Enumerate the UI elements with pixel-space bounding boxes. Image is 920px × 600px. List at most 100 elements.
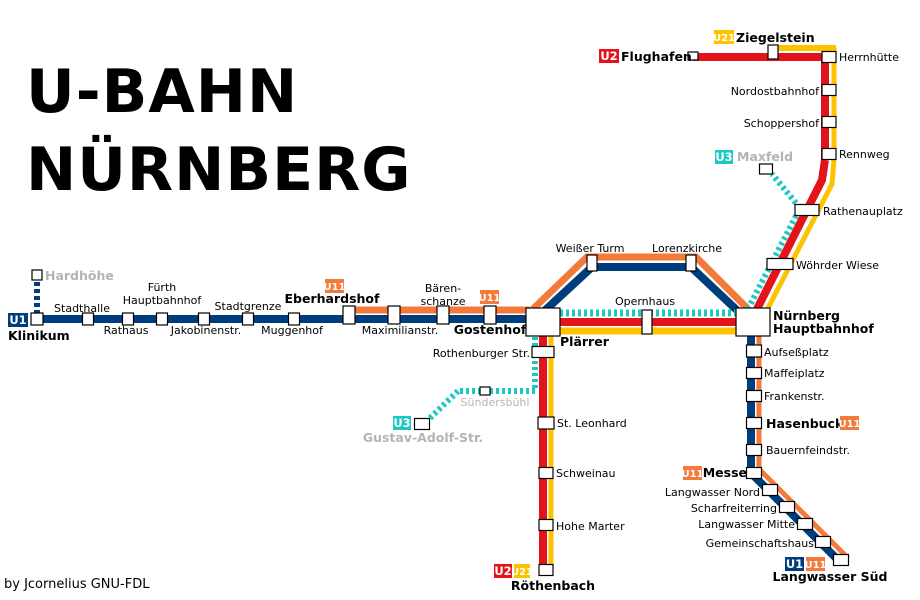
station-label-rothenburger: Rothenburger Str.: [433, 347, 530, 360]
line-badge-u11: U11: [804, 557, 827, 571]
credit-text: by Jcornelius GNU-FDL: [4, 577, 150, 592]
station-label-plaerrer: Plärrer: [560, 334, 610, 349]
station-label-gostenhof: Gostenhof: [454, 322, 527, 337]
station-label-rathenauplatz: Rathenauplatz: [823, 205, 903, 218]
station-jakobinenstr[interactable]: [197, 312, 211, 326]
station-weisser-turm[interactable]: [586, 254, 598, 272]
station-schoppershof[interactable]: [821, 115, 837, 129]
svg-text:U11: U11: [681, 469, 703, 480]
station-muggenhof[interactable]: [287, 312, 301, 326]
station-ziegelstein[interactable]: [767, 44, 779, 60]
station-aufsessplatz[interactable]: [745, 344, 763, 358]
station-gostenhof[interactable]: [483, 305, 497, 325]
station-baerenschanze[interactable]: [436, 305, 450, 325]
station-flughafen[interactable]: [687, 51, 699, 61]
station-label-hohe-marter: Hohe Marter: [556, 520, 625, 533]
station-label-opernhaus: Opernhaus: [615, 295, 675, 308]
line-badge-u1: U1: [785, 557, 804, 571]
station-hasenbuck[interactable]: [745, 416, 763, 430]
station-opernhaus[interactable]: [641, 309, 653, 335]
line-badge-u2: U2: [599, 49, 619, 63]
station-nuernberg-hbf[interactable]: [735, 307, 771, 337]
svg-text:U21: U21: [713, 33, 735, 44]
station-label-gustav-adolf: Gustav-Adolf-Str.: [363, 430, 483, 445]
station-label-maxfeld: Maxfeld: [737, 149, 793, 164]
station-herrnhuette[interactable]: [821, 50, 837, 64]
station-label-stadtgrenze: Stadtgrenze: [215, 300, 282, 313]
station-stadtgrenze[interactable]: [241, 312, 255, 326]
map-title-line2: NÜRNBERG: [26, 135, 412, 205]
svg-text:U11: U11: [323, 282, 345, 293]
station-label-hardhoehe: Hardhöhe: [45, 268, 114, 283]
station-frankenstr[interactable]: [745, 389, 763, 403]
station-label-frankenstr: Frankenstr.: [764, 390, 825, 403]
station-rathenauplatz[interactable]: [794, 203, 820, 217]
route-u2-u21-south: [539, 336, 554, 570]
station-label-maffeiplatz: Maffeiplatz: [764, 367, 825, 380]
station-label-weisser-turm: Weißer Turm: [556, 242, 625, 255]
line-badge-u11: U11: [681, 466, 704, 480]
station-messe[interactable]: [745, 466, 763, 480]
station-label-lorenzkirche: Lorenzkirche: [652, 242, 722, 255]
line-badge-u11: U11: [323, 279, 346, 293]
svg-text:U1: U1: [9, 313, 26, 327]
station-label-rathaus: Rathaus: [104, 324, 149, 337]
station-scharfreiterring[interactable]: [778, 500, 796, 514]
station-schweinau[interactable]: [538, 466, 554, 480]
station-st-leonhard[interactable]: [537, 416, 555, 430]
svg-text:U11: U11: [838, 419, 860, 430]
station-label-bauernfeindstr: Bauernfeindstr.: [766, 444, 850, 457]
station-label-schweinau: Schweinau: [556, 467, 616, 480]
station-langwasser-nord[interactable]: [761, 483, 779, 497]
route-u1-u11-center: [530, 253, 751, 318]
route-u2-u21-northeast: [753, 159, 837, 314]
station-roethenbach[interactable]: [538, 563, 554, 577]
station-label-schoppershof: Schoppershof: [744, 117, 820, 130]
station-plaerrer[interactable]: [525, 307, 561, 337]
station-langwasser-sued[interactable]: [832, 553, 850, 567]
station-label-herrnhuette: Herrnhütte: [839, 51, 899, 64]
station-maxfeld[interactable]: [758, 163, 774, 175]
station-eberhardshof[interactable]: [342, 305, 356, 325]
station-maffeiplatz[interactable]: [745, 366, 763, 380]
station-rennweg[interactable]: [821, 147, 837, 161]
station-label-langwasser-mitte: Langwasser Mitte: [698, 518, 795, 531]
station-label-maximilianstr: Maximilianstr.: [362, 324, 438, 337]
map-title-line1: U-BAHN: [26, 57, 299, 127]
station-label-langwasser-nord: Langwasser Nord: [665, 486, 760, 499]
line-badge-u1: U1: [8, 313, 28, 327]
svg-text:U11: U11: [804, 560, 826, 571]
station-fuerth-hbf[interactable]: [155, 312, 169, 326]
station-label-roethenbach: Röthenbach: [511, 578, 595, 593]
station-suendersbuehl[interactable]: [479, 386, 491, 396]
station-langwasser-mitte[interactable]: [796, 517, 814, 531]
svg-text:U3: U3: [715, 150, 732, 164]
line-badge-u21: U21: [511, 564, 533, 578]
station-label-baerenschanze: Bären-schanze: [420, 282, 465, 308]
station-hohe-marter[interactable]: [538, 518, 554, 532]
station-label-st-leonhard: St. Leonhard: [557, 417, 627, 430]
station-bauernfeindstr[interactable]: [745, 443, 763, 457]
line-badge-u21: U21: [713, 30, 735, 44]
station-label-scharfreiterring: Scharfreiterring: [691, 502, 777, 515]
station-hardhoehe[interactable]: [31, 269, 43, 281]
station-rothenburger[interactable]: [531, 345, 555, 359]
station-stadthalle[interactable]: [81, 312, 95, 326]
station-nordostbahnhof[interactable]: [821, 83, 837, 97]
station-gemeinschaftshaus[interactable]: [814, 535, 832, 549]
station-maximilianstr[interactable]: [387, 305, 401, 325]
line-badge-u3: U3: [393, 416, 411, 430]
line-badge-u3: U3: [715, 150, 733, 164]
route-u3-northeast: [745, 172, 804, 311]
station-gustav-adolf[interactable]: [413, 417, 431, 431]
station-klinikum[interactable]: [30, 312, 44, 326]
station-rathaus[interactable]: [121, 312, 135, 326]
station-label-nordostbahnhof: Nordostbahnhof: [731, 85, 820, 98]
station-woehrder-wiese[interactable]: [766, 257, 794, 271]
svg-text:U3: U3: [393, 416, 410, 430]
svg-text:U11: U11: [478, 293, 500, 304]
station-lorenzkirche[interactable]: [685, 254, 697, 272]
